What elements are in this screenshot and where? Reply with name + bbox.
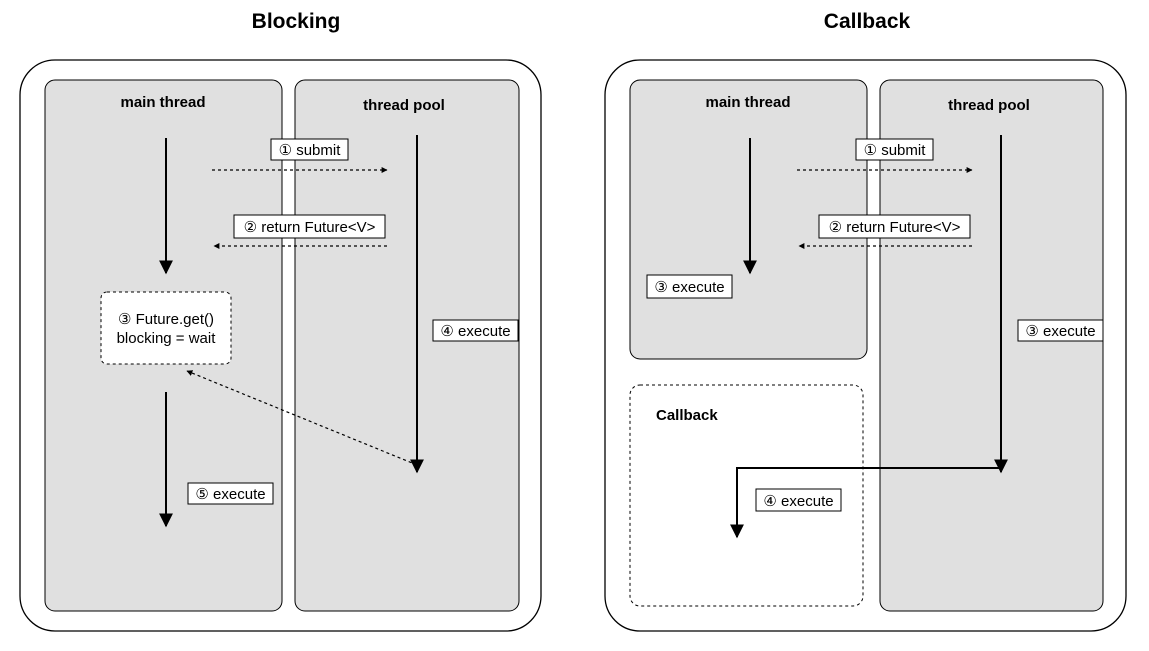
callback-submit-label: ① submit (864, 142, 927, 159)
callback-main-execute-label: ③ execute (654, 279, 724, 296)
blocking-main-execute-label-box (187, 482, 274, 505)
callback-pool-execute-label: ③ execute (1025, 323, 1095, 340)
blocking-thread-pool-title: thread pool (363, 97, 445, 114)
blocking-pool-execute-label-box (432, 319, 519, 342)
blocking-return-future-label-box (233, 214, 386, 239)
callback-execute-label-box (755, 488, 842, 512)
callback-main-thread-title: main thread (705, 94, 790, 111)
blocking-main-thread-title: main thread (120, 94, 205, 111)
callback-title: Callback (824, 10, 911, 33)
blocking-main-execute-label: ⑤ execute (195, 486, 265, 503)
blocking-submit-label-box (270, 138, 349, 161)
callback-return-future-label: ② return Future<V> (829, 219, 961, 236)
callback-main-execute-label-box (646, 274, 733, 299)
callback-execute-label: ④ execute (763, 493, 833, 510)
callback-box-title: Callback (656, 407, 718, 424)
blocking-diagram: Blocking main thread thread pool ① submi… (19, 10, 542, 632)
blocking-pool-execute-label: ④ execute (440, 323, 510, 340)
blocking-return-future-label: ② return Future<V> (244, 219, 376, 236)
blocking-wait-label: blocking = wait (117, 330, 217, 347)
blocking-thread-pool-lane (294, 79, 520, 612)
callback-thread-pool-lane (879, 79, 1104, 612)
blocking-future-get-box (100, 291, 232, 365)
blocking-submit-label: ① submit (279, 142, 342, 159)
callback-thread-pool-title: thread pool (948, 97, 1030, 114)
blocking-future-get-label: ③ Future.get() (118, 311, 214, 328)
blocking-title: Blocking (252, 10, 341, 33)
callback-diagram: Callback main thread thread pool Callbac… (604, 10, 1127, 632)
callback-submit-label-box (855, 138, 934, 161)
callback-invoke-arrow (730, 467, 1001, 539)
callback-return-future-label-box (818, 214, 971, 239)
callback-pool-execute-label-box (1017, 319, 1104, 342)
callback-box (629, 384, 864, 607)
